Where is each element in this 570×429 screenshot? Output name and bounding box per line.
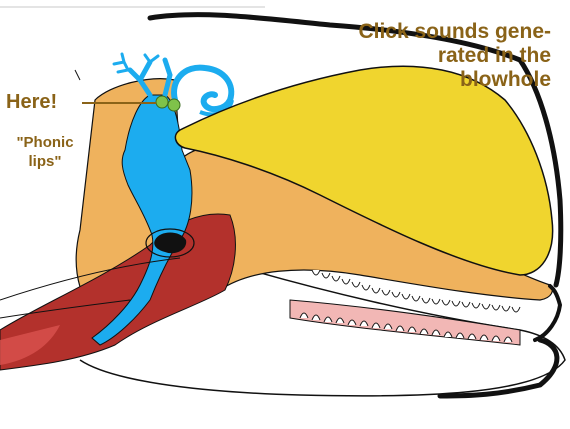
air-sac-upper: [174, 68, 231, 110]
phonic-lips-label-line: "Phonic: [0, 134, 90, 151]
phonic-lip-left: [156, 96, 168, 108]
annotation-title-line: Click sounds gene-: [358, 20, 551, 44]
blowhole-tick: [75, 70, 80, 80]
phonic-lip-right: [168, 99, 180, 111]
annotation-title-line: blowhole: [460, 68, 551, 92]
phonic-lips-label-line: lips": [0, 153, 90, 170]
annotation-title-line: rated in the: [438, 44, 551, 68]
here-label: Here!: [6, 91, 57, 114]
